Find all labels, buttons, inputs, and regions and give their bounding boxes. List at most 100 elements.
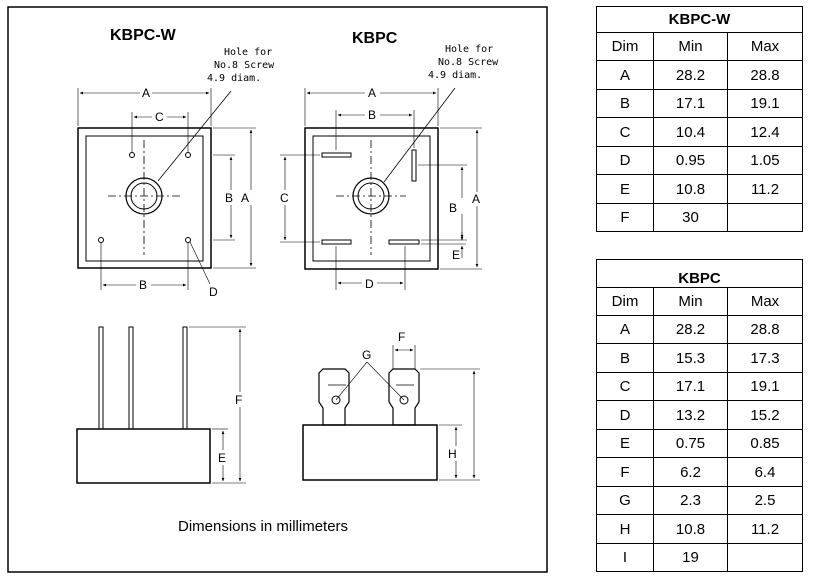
cell-min: 6.2 — [653, 457, 728, 487]
cell-dim: E — [596, 429, 654, 458]
cell-min: 17.1 — [653, 89, 728, 118]
kbpcw-header-dim: Dim — [596, 32, 654, 61]
cell-dim: G — [596, 486, 654, 515]
cell-min: 10.8 — [653, 174, 728, 204]
kbpcw-header-max: Max — [727, 32, 803, 61]
cell-dim: B — [596, 89, 654, 118]
kbpc-dim-a-right-label: A — [472, 192, 480, 206]
kbpc-dim-b-right-label: B — [449, 201, 457, 215]
kbpc-table-title: KBPC — [596, 259, 803, 288]
cell-min: 19 — [653, 543, 728, 572]
cell-min: 13.2 — [653, 400, 728, 430]
kbpcw-dim-d-label: D — [209, 285, 218, 299]
kbpcw-hole-note-line3: 4.9 diam. — [207, 73, 261, 84]
kbpcw-hole-note-line1: Hole for — [224, 47, 272, 58]
kbpc-dim-a-label: A — [368, 86, 376, 100]
kbpc-hole-note-line2: No.8 Screw — [438, 57, 499, 68]
cell-min: 30 — [653, 203, 728, 232]
cell-min: 28.2 — [653, 315, 728, 344]
kbpcw-header-min: Min — [653, 32, 728, 61]
cell-max — [727, 203, 803, 232]
kbpcw-dim-a-right-label: A — [241, 191, 249, 205]
kbpcw-dim-e-label: E — [218, 451, 226, 465]
cell-dim: F — [596, 457, 654, 487]
cell-max: 19.1 — [727, 89, 803, 118]
cell-dim: H — [596, 514, 654, 544]
kbpc-dim-f-label: F — [398, 330, 405, 344]
kbpcw-dim-f-label: F — [235, 393, 242, 407]
kbpc-dim-c-label: C — [280, 191, 289, 205]
cell-max: 1.05 — [727, 146, 803, 175]
cell-max: 19.1 — [727, 372, 803, 401]
cell-max: 6.4 — [727, 457, 803, 487]
cell-max: 28.8 — [727, 315, 803, 344]
cell-dim: F — [596, 203, 654, 232]
kbpcw-hole-note-line2: No.8 Screw — [214, 60, 275, 71]
cell-min: 0.95 — [653, 146, 728, 175]
cell-max: 17.3 — [727, 343, 803, 373]
cell-dim: D — [596, 400, 654, 430]
cell-max: 28.8 — [727, 60, 803, 90]
kbpcw-table-title: KBPC-W — [596, 6, 803, 33]
cell-dim: A — [596, 315, 654, 344]
cell-dim: C — [596, 117, 654, 147]
kbpc-title: KBPC — [352, 30, 398, 47]
cell-dim: B — [596, 343, 654, 373]
kbpc-header-max: Max — [727, 287, 803, 316]
kbpcw-dim-c-label: C — [155, 110, 164, 124]
units-caption: Dimensions in millimeters — [178, 518, 348, 535]
cell-min: 0.75 — [653, 429, 728, 458]
kbpcw-title: KBPC-W — [110, 27, 177, 44]
kbpc-hole-note-line3: 4.9 diam. — [428, 70, 482, 81]
cell-max: 0.85 — [727, 429, 803, 458]
kbpcw-side-view — [76, 326, 246, 484]
kbpc-dim-g-label: G — [362, 348, 371, 362]
kbpc-dim-b-label: B — [368, 108, 376, 122]
cell-dim: A — [596, 60, 654, 90]
kbpc-header-min: Min — [653, 287, 728, 316]
cell-max: 11.2 — [727, 514, 803, 544]
kbpc-dim-d-label: D — [365, 277, 374, 291]
cell-max: 11.2 — [727, 174, 803, 204]
kbpcw-top-view — [77, 88, 256, 290]
kbpcw-dim-a-label: A — [142, 86, 150, 100]
cell-max — [727, 543, 803, 572]
cell-max: 2.5 — [727, 486, 803, 515]
kbpc-dim-e-label: E — [452, 248, 460, 262]
cell-max: 15.2 — [727, 400, 803, 430]
kbpcw-dim-b-right-label: B — [225, 191, 233, 205]
kbpc-header-dim: Dim — [596, 287, 654, 316]
cell-min: 10.4 — [653, 117, 728, 147]
cell-dim: I — [596, 543, 654, 572]
kbpc-hole-note-line1: Hole for — [445, 44, 493, 55]
cell-min: 2.3 — [653, 486, 728, 515]
drawing-frame — [7, 6, 548, 573]
kbpc-top-view — [280, 87, 482, 290]
kbpcw-dim-b-bottom-label: B — [139, 278, 147, 292]
cell-min: 15.3 — [653, 343, 728, 373]
kbpc-dim-h-label: H — [448, 447, 457, 461]
cell-min: 28.2 — [653, 60, 728, 90]
cell-min: 10.8 — [653, 514, 728, 544]
cell-dim: E — [596, 174, 654, 204]
cell-dim: C — [596, 372, 654, 401]
cell-dim: D — [596, 146, 654, 175]
